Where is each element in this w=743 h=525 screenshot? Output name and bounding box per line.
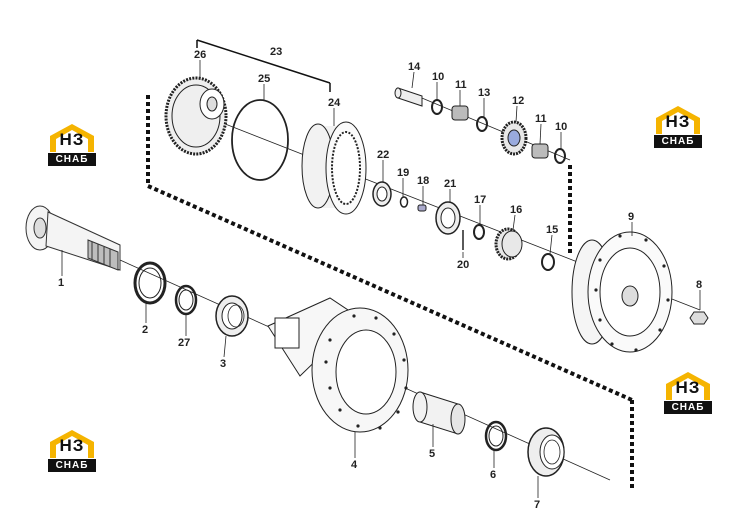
label-25: 25 [258, 73, 270, 85]
part-13-spacer [476, 116, 488, 132]
label-4: 4 [351, 459, 358, 471]
label-16: 16 [510, 204, 522, 216]
label-15: 15 [546, 224, 558, 236]
assembly-frame [146, 95, 634, 490]
part-11-needle-bearing-left [451, 105, 469, 121]
label-10-left: 10 [432, 71, 444, 83]
label-20: 20 [457, 259, 469, 271]
logo-name: СНАБ [654, 135, 702, 148]
house-logo-icon [656, 106, 700, 134]
label-7: 7 [534, 499, 540, 511]
logo-mark: НЗ [59, 130, 85, 149]
logo-mark: НЗ [665, 112, 691, 131]
part-25-o-ring [231, 99, 289, 181]
part-3-bearing [215, 295, 249, 337]
part-24-ring-gear [301, 121, 367, 215]
part-9-hub-cover [571, 231, 673, 353]
leader-lines [61, 60, 701, 498]
logo-mark: НЗ [59, 436, 85, 455]
part-26-planet-carrier [164, 76, 228, 156]
part-22-bearing [372, 181, 392, 207]
part-14-shaft-pin [394, 87, 423, 107]
house-logo-icon [666, 372, 710, 400]
label-14: 14 [408, 61, 421, 73]
part-1-drive-shaft [25, 205, 121, 271]
label-19: 19 [397, 167, 409, 179]
label-22: 22 [377, 149, 389, 161]
part-10-washer-left [431, 99, 443, 115]
label-24: 24 [328, 97, 341, 109]
part-6-seal [484, 420, 508, 452]
label-11-right: 11 [535, 113, 547, 125]
label-5: 5 [429, 448, 435, 460]
label-13: 13 [478, 87, 490, 99]
part-5-sleeve [412, 391, 466, 435]
brand-logo-bottom-left: НЗ СНАБ [46, 428, 98, 474]
label-26: 26 [194, 49, 206, 61]
part-15-ring [541, 253, 555, 271]
logo-mark: НЗ [675, 378, 701, 397]
house-logo-icon [50, 124, 94, 152]
label-21: 21 [444, 178, 456, 190]
label-9: 9 [628, 211, 634, 223]
label-23: 23 [270, 46, 282, 58]
bracket-23 [196, 39, 331, 92]
part-12-planet-gear [500, 120, 528, 156]
logo-name: СНАБ [48, 459, 96, 472]
brand-logo-top-right: НЗ СНАБ [652, 104, 704, 150]
part-7-tapered-bearing [527, 427, 565, 477]
part-18-pin [417, 204, 427, 212]
label-10-right: 10 [555, 121, 567, 133]
part-4-axle-housing [267, 297, 409, 433]
label-12: 12 [512, 95, 524, 107]
part-21-sun-gear-hub [435, 201, 461, 235]
part-17-snap-ring [473, 224, 485, 240]
brand-logo-middle-right: НЗ СНАБ [662, 370, 714, 416]
label-3: 3 [220, 358, 226, 370]
part-16-gear [494, 227, 523, 261]
part-11-needle-bearing-right [531, 143, 549, 159]
part-19-small-washer [399, 196, 409, 208]
label-18: 18 [417, 175, 429, 187]
house-logo-icon [50, 430, 94, 458]
part-8-bolt [689, 311, 709, 325]
part-10-washer-right [554, 148, 566, 164]
part-number-labels: 1 2 27 3 4 5 6 7 8 9 10 10 11 11 12 13 1… [58, 46, 702, 511]
brand-logo-top-left: НЗ СНАБ [46, 122, 98, 168]
logo-name: СНАБ [664, 401, 712, 414]
label-11-left: 11 [455, 79, 467, 91]
label-27: 27 [178, 337, 190, 349]
label-6: 6 [490, 469, 496, 481]
part-27-washer [174, 284, 198, 316]
part-2-seal-ring [133, 261, 167, 305]
logo-name: СНАБ [48, 153, 96, 166]
label-8: 8 [696, 279, 702, 291]
label-2: 2 [142, 324, 148, 336]
label-17: 17 [474, 194, 486, 206]
label-1: 1 [58, 277, 64, 289]
